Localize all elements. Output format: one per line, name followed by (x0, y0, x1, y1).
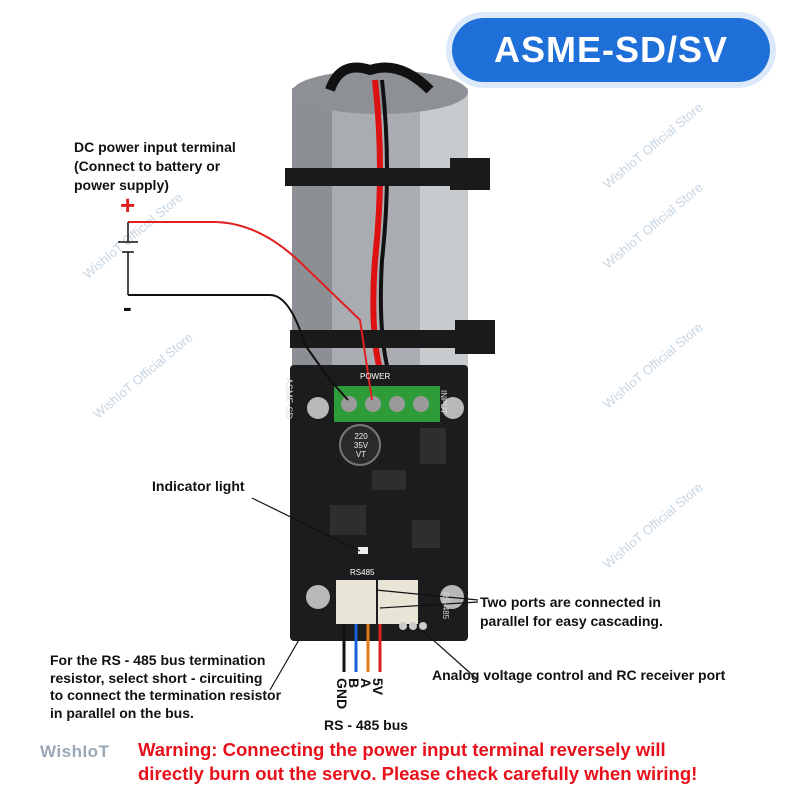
callout-termination (269, 637, 301, 691)
analog-pin (409, 622, 417, 630)
terminal-screw (389, 396, 405, 412)
silk-input: INPUT (439, 390, 448, 414)
cable-tie-upper (285, 168, 475, 186)
ic-chip (372, 470, 406, 490)
silk-rs485: RS485 (350, 568, 375, 577)
plus-symbol: + (120, 190, 136, 220)
callout-indicator (251, 497, 361, 552)
callout-ports-2 (379, 601, 479, 609)
capacitor (339, 424, 381, 466)
cap-value-1: 220 (354, 432, 368, 441)
terminal-screw (365, 396, 381, 412)
silk-power: POWER (360, 372, 391, 381)
cable-tie-head-upper (450, 158, 490, 190)
rs485-connector (336, 580, 376, 624)
cap-value-2: 35V (353, 441, 369, 450)
silk-model: ASME-SD (284, 378, 294, 420)
mount-screw (442, 397, 464, 419)
analog-pin (419, 622, 427, 630)
title-banner: ASME-SD/SV (452, 18, 770, 82)
callout-analog (421, 629, 479, 681)
silk-rs485-b: RS-485 (441, 592, 450, 620)
minus-symbol: - (123, 292, 132, 322)
motor-shade (292, 88, 332, 368)
label-rs485-bus: RS - 485 bus (324, 717, 409, 733)
silk-set: SET (394, 612, 408, 619)
mount-screw (306, 585, 330, 609)
red-wire-positive (128, 221, 373, 401)
rs485-connector (378, 580, 418, 624)
callout-ports (375, 589, 479, 601)
ic-chip (420, 428, 446, 464)
analog-pin (399, 622, 407, 630)
label-termination: For the RS - 485 bus termination resisto… (50, 652, 282, 721)
label-dc-power: DC power input terminal (Connect to batt… (74, 139, 236, 193)
cable-tie-head-lower (455, 320, 495, 354)
capacitor-label: 220 35V VT (352, 432, 370, 459)
terminal-screw (413, 396, 429, 412)
title-text: ASME-SD/SV (493, 29, 729, 70)
label-analog: Analog voltage control and RC receiver p… (432, 667, 726, 683)
ic-chip (330, 505, 366, 535)
label-indicator: Indicator light (152, 478, 245, 494)
indicator-led (358, 547, 368, 554)
cap-value-3: VT (355, 450, 367, 459)
warning-text: Warning: Connecting the power input term… (138, 739, 698, 784)
brand-logo: WishIoT (40, 742, 110, 761)
top-wire-loop (325, 62, 434, 94)
black-wire-negative (128, 294, 349, 401)
wire-label-5v: 5V (370, 678, 386, 696)
label-two-ports: Two ports are connected in parallel for … (480, 594, 663, 629)
mount-screw (307, 397, 329, 419)
terminal-screw (341, 396, 357, 412)
ic-chip (412, 520, 440, 548)
cable-tie-lower (290, 330, 480, 348)
